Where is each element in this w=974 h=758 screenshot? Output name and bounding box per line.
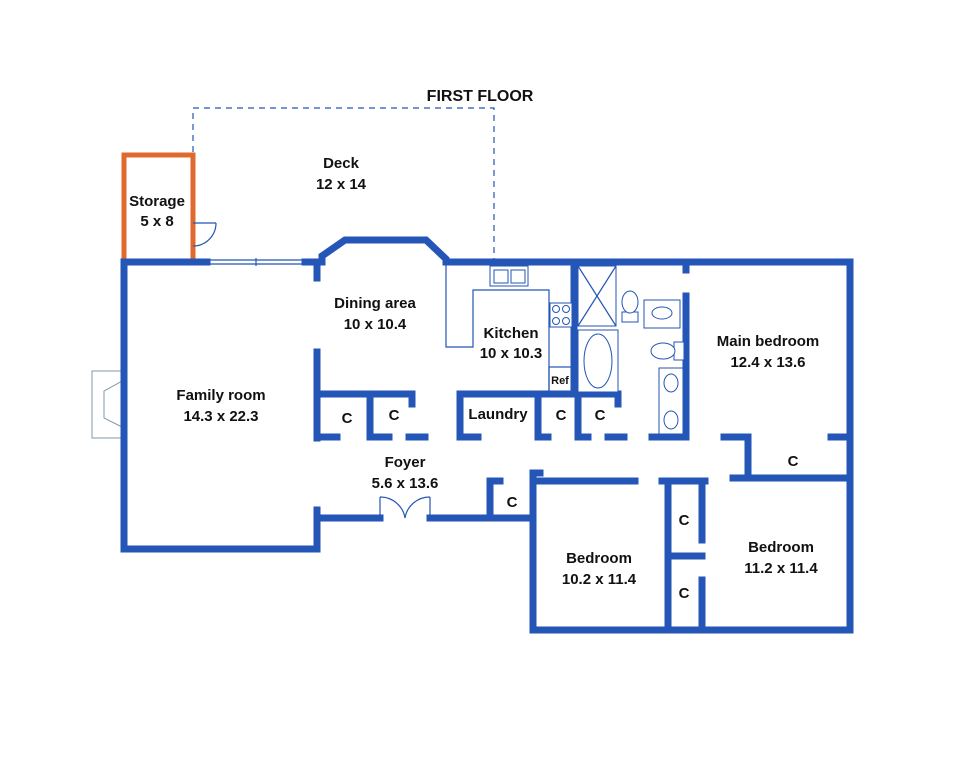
main-bedroom-name: Main bedroom bbox=[717, 333, 820, 350]
deck-name: Deck bbox=[323, 155, 360, 172]
ref-label: Ref bbox=[551, 375, 569, 387]
closet-label: C bbox=[507, 494, 518, 511]
stove bbox=[549, 302, 573, 328]
storage-size: 5 x 8 bbox=[140, 213, 173, 230]
front-doors bbox=[379, 496, 431, 519]
storage-walls bbox=[121, 152, 196, 262]
double-vanity bbox=[658, 367, 684, 435]
dining-size: 10 x 10.4 bbox=[344, 316, 407, 333]
interior-walls bbox=[313, 258, 854, 634]
main-bedroom-size: 12.4 x 13.6 bbox=[730, 354, 805, 371]
bedroom-left-name: Bedroom bbox=[566, 550, 632, 567]
laundry-name: Laundry bbox=[468, 406, 528, 423]
closet-label: C bbox=[595, 407, 606, 424]
bedroom-right-size: 11.2 x 11.4 bbox=[744, 560, 818, 577]
foyer-name: Foyer bbox=[385, 454, 426, 471]
closet-label: C bbox=[788, 453, 799, 470]
closet-label: C bbox=[679, 585, 690, 602]
refrigerator bbox=[548, 366, 575, 395]
deck-size: 12 x 14 bbox=[316, 176, 367, 193]
deck-outline bbox=[192, 107, 495, 260]
family-room-name: Family room bbox=[176, 387, 265, 404]
fireplace bbox=[91, 370, 125, 439]
shower bbox=[577, 265, 617, 327]
plan-title: FIRST FLOOR bbox=[427, 88, 534, 105]
bedroom-right-name: Bedroom bbox=[748, 539, 814, 556]
closet-label: C bbox=[389, 407, 400, 424]
toilet-top bbox=[621, 290, 639, 323]
bathtub bbox=[577, 329, 619, 393]
storage-door bbox=[192, 222, 217, 247]
closet-label: C bbox=[556, 407, 567, 424]
closet-label: C bbox=[342, 410, 353, 427]
family-room-size: 14.3 x 22.3 bbox=[183, 408, 258, 425]
sink-top bbox=[643, 299, 681, 329]
sliding-door bbox=[207, 258, 305, 266]
storage-name: Storage bbox=[129, 193, 185, 210]
closet-label: C bbox=[679, 512, 690, 529]
toilet-right bbox=[650, 341, 685, 361]
foyer-size: 5.6 x 13.6 bbox=[372, 475, 439, 492]
kitchen-name: Kitchen bbox=[483, 325, 538, 342]
kitchen-size: 10 x 10.3 bbox=[480, 345, 543, 362]
dining-name: Dining area bbox=[334, 295, 416, 312]
kitchen-counter bbox=[445, 262, 550, 394]
bedroom-left-size: 10.2 x 11.4 bbox=[562, 571, 637, 588]
